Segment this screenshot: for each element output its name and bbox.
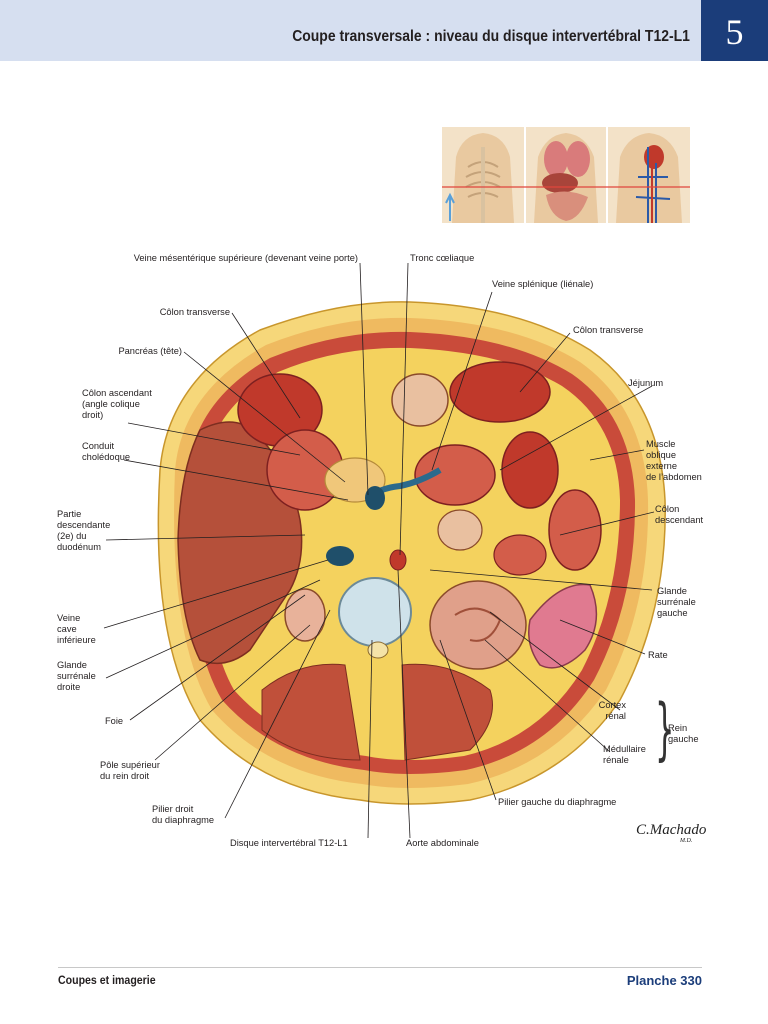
label-tronc-coeliaque: Tronc cœliaque: [410, 253, 475, 263]
label-conduit-choledoque: Conduit cholédoque: [82, 441, 131, 462]
label-cortex-renal: Cortex rénal: [598, 700, 626, 721]
label-disque-intervertebral: Disque intervertébral T12-L1: [230, 838, 348, 848]
orientation-thumbnails: [442, 127, 690, 223]
label-veine-splenique: Veine splénique (liénale): [492, 279, 594, 289]
chapter-badge: 5: [701, 0, 768, 61]
kidney-brace: }: [655, 690, 675, 769]
label-pilier-gauche: Pilier gauche du diaphragme: [498, 797, 617, 807]
label-glande-surrenale-gauche: Glande surrénale gauche: [657, 586, 696, 618]
label-partie-descendante: Partie descendante (2e) du duodénum: [57, 509, 111, 552]
label-colon-descendant: Côlon descendant: [655, 504, 704, 525]
label-foie: Foie: [105, 716, 124, 726]
artist-signature: C.Machado: [636, 822, 707, 838]
right-kidney: [284, 588, 326, 642]
back-muscles: [261, 663, 361, 761]
inferior-vena-cava: [326, 546, 354, 566]
leader-lines: [103, 262, 655, 839]
label-jejunum: Jéjunum: [628, 378, 664, 388]
chapter-number: 5: [725, 12, 744, 52]
label-pancreas: Pancréas (tête): [118, 346, 182, 356]
label-glande-surrenale-droite: Glande surrénale droite: [57, 660, 96, 692]
bowel-loops: [237, 361, 602, 576]
footer-section-title: Coupes et imagerie: [58, 975, 156, 987]
label-veine-cave: Veine cave inférieure: [57, 613, 96, 645]
label-muscle-oblique: Muscle oblique externe de l’abdomen: [646, 439, 702, 482]
page-title: Coupe transversale : niveau du disque in…: [292, 28, 690, 45]
label-rate: Rate: [648, 650, 668, 660]
footer-plate-number: Planche 330: [626, 973, 702, 988]
spleen: [528, 583, 598, 669]
label-colon-transverse-right: Côlon transverse: [573, 325, 644, 335]
label-pilier-droit: Pilier droit du diaphragme: [152, 804, 215, 825]
left-kidney: [429, 580, 527, 670]
aorta: [389, 549, 407, 571]
thumbnail-vessels: [608, 127, 690, 223]
page-header: Coupe transversale : niveau du disque in…: [0, 0, 768, 61]
label-pole-superieur: Pôle supérieur du rein droit: [100, 760, 160, 781]
label-rein-gauche: Rein gauche: [668, 723, 699, 744]
label-aorte-abdominale: Aorte abdominale: [406, 838, 479, 848]
label-veine-mesenterique: Veine mésentérique supérieure (devenant …: [133, 253, 358, 263]
thumbnail-skeleton: [442, 127, 524, 223]
label-colon-ascendant: Côlon ascendant (angle colique droit): [82, 388, 152, 420]
label-colon-transverse-left: Côlon transverse: [159, 307, 230, 317]
thumbnail-organs: [526, 127, 606, 223]
footer-divider: [58, 967, 702, 968]
artist-signature-suffix: M.D.: [680, 838, 693, 844]
label-medullaire-renale: Médullaire rénale: [603, 744, 646, 765]
